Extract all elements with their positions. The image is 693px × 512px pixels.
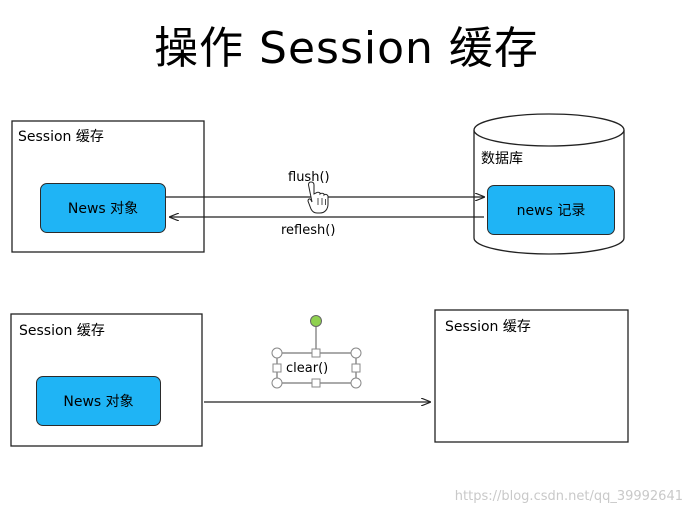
news-record: news 记录 [487,185,615,235]
watermark: https://blog.csdn.net/qq_39992641 [454,489,683,504]
bottom-news-object: News 对象 [36,376,161,426]
refresh-label: reflesh() [281,223,336,238]
rotate-handle[interactable] [310,315,322,327]
flush-label: flush() [288,170,330,185]
page-title: 操作 Session 缓存 [154,23,539,74]
top-news-object: News 对象 [40,183,166,233]
hand-cursor-icon [307,181,329,214]
clear-label[interactable]: clear() [286,361,329,376]
target-session-box-label: Session 缓存 [445,319,531,335]
database-label: 数据库 [481,151,523,167]
top-session-box-label: Session 缓存 [18,129,104,145]
bottom-target-session-box [434,309,629,443]
bottom-session-box-label: Session 缓存 [19,323,105,339]
selection-handles [271,315,362,389]
